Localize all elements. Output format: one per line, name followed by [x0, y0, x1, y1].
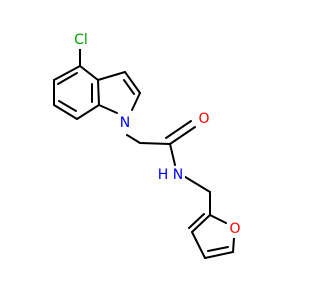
bond-c2-n1	[131, 92, 141, 111]
furan-oxygen-atom: O	[228, 220, 242, 238]
bond-c6-c7	[53, 104, 78, 120]
bond-fc5-o	[232, 237, 235, 253]
bond-n1-ch2	[126, 134, 141, 144]
bond-fc4-fc5-double	[207, 246, 229, 252]
bond-n1-c7a	[98, 104, 118, 114]
bond-c3-c2-double	[123, 79, 135, 95]
atom-n1-label: N	[120, 115, 130, 131]
bond-nh-ch2	[181, 174, 211, 193]
chlorine-atom: Cl	[72, 31, 92, 49]
bond-co-nh	[169, 143, 176, 166]
atom-cl-label: Cl	[74, 32, 88, 48]
amide-nitrogen-atom: N H	[158, 166, 185, 184]
bond-c3a-c4	[79, 65, 99, 81]
bond-fc4-fc5	[204, 251, 234, 259]
atom-labels: Cl N O N H O	[72, 31, 242, 238]
atom-o2-label: O	[229, 221, 240, 237]
atom-h2-label: H	[158, 167, 169, 183]
bond-c4-c5-double	[57, 72, 78, 85]
bond-o-fc2	[209, 214, 227, 224]
bond-ch2-co	[139, 142, 171, 145]
atom-n2-label: N	[173, 167, 183, 183]
indole-nitrogen-atom: N	[118, 114, 132, 132]
molecule-structure: Cl N O N H O	[53, 31, 242, 259]
bonds	[53, 47, 235, 259]
bond-co-o	[169, 126, 196, 145]
bond-c4-c5	[53, 65, 81, 81]
bond-c3-c2	[124, 71, 141, 94]
bond-fc2-fc3	[191, 214, 211, 233]
bond-c6-c7-double	[58, 100, 77, 112]
atom-o1-label: O	[198, 111, 209, 127]
bond-c3a-c3	[97, 71, 126, 81]
carbonyl-oxygen-atom: O	[197, 110, 211, 128]
bond-c7a-c3a	[97, 79, 100, 106]
bond-co-o-double	[165, 120, 192, 139]
bond-fc2-fc3-double	[188, 213, 205, 229]
bond-fc3-fc4	[191, 231, 206, 259]
bond-c7-c7a	[76, 104, 100, 120]
